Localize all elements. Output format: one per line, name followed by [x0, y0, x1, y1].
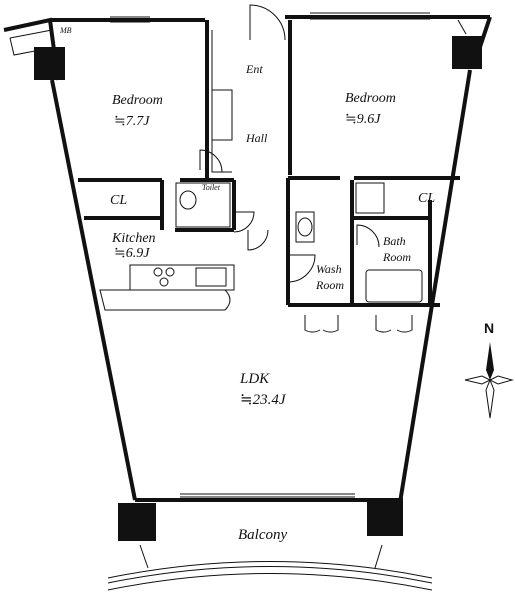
- interior-walls: [78, 20, 460, 307]
- compass-needle-north: [486, 342, 494, 380]
- closet-east-label: CL: [418, 191, 435, 206]
- windows: [110, 12, 467, 498]
- bedroom-east-name: Bedroom: [345, 91, 396, 106]
- entrance-label: Ent: [245, 62, 263, 76]
- fixtures: [99, 182, 423, 311]
- north-label: N: [484, 320, 494, 336]
- bath-room-line1: Bath: [383, 234, 406, 248]
- doors: [199, 4, 413, 333]
- bedroom-west-area: ≒7.7J: [114, 114, 150, 129]
- hall-label: Hall: [245, 131, 268, 145]
- balcony: [107, 544, 433, 591]
- bedroom-west-name: Bedroom: [112, 93, 163, 108]
- compass: N: [464, 320, 514, 419]
- kitchen-area: ≒6.9J: [114, 246, 150, 261]
- ldk-area: ≒23.4J: [240, 392, 287, 408]
- room-labels: MB Ent Hall Bedroom ≒7.7J Bedroom ≒9.6J …: [59, 26, 435, 543]
- columns: [34, 36, 482, 541]
- kitchen-counter: [99, 289, 231, 311]
- compass-needle-west: [464, 375, 492, 385]
- bathtub: [365, 269, 423, 303]
- washer-space: [355, 182, 385, 214]
- bedroom-east-area: ≒9.6J: [345, 112, 381, 127]
- kitchen-name: Kitchen: [111, 231, 156, 246]
- wash-room-line1: Wash: [316, 262, 342, 276]
- wash-basin: [295, 211, 315, 243]
- compass-needle-east: [488, 375, 514, 385]
- toilet-label: Toilet: [202, 183, 221, 192]
- bath-room-line2: Room: [382, 250, 411, 264]
- outer-walls: [3, 15, 492, 516]
- toilet-fixture: [175, 182, 231, 228]
- ldk-name: LDK: [239, 371, 270, 387]
- closet-west-label: CL: [110, 193, 127, 208]
- wash-room-line2: Room: [315, 278, 344, 292]
- compass-needle-south: [485, 378, 495, 419]
- mb-label: MB: [59, 26, 72, 35]
- balcony-label: Balcony: [238, 527, 287, 543]
